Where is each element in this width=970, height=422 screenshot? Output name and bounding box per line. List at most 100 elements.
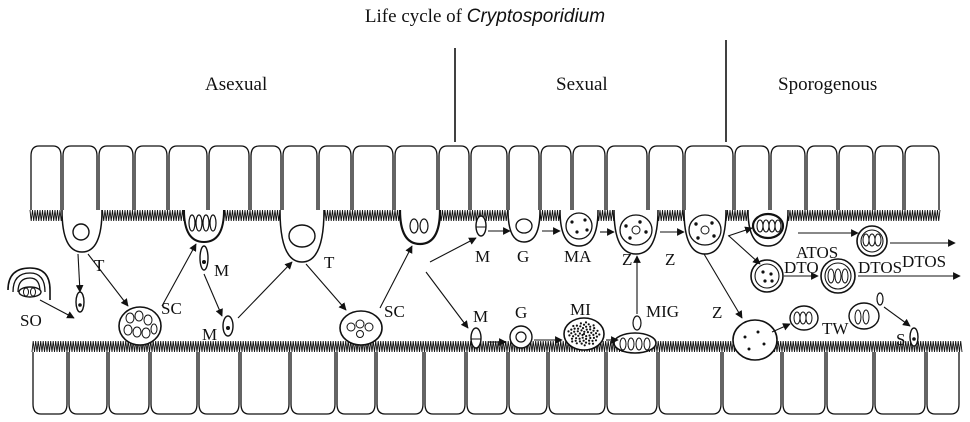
schizont-1 — [119, 307, 161, 345]
top-cell — [573, 146, 605, 210]
top-cell — [875, 146, 903, 210]
label-ma: MA — [564, 247, 592, 266]
top-cell — [439, 146, 469, 210]
bottom-cell — [723, 352, 781, 414]
bottom-cell — [199, 352, 239, 414]
arrow — [238, 262, 292, 318]
merozoite-sexual-bottom — [471, 328, 481, 348]
top-cell — [905, 146, 939, 210]
label-sc1: SC — [161, 299, 182, 318]
top-cell — [607, 146, 647, 210]
bottom-cell — [875, 352, 925, 414]
top-cell — [541, 146, 571, 210]
bottom-cell — [509, 352, 547, 414]
sporozoite-oocyst-so — [8, 268, 50, 300]
oocyst-in-cell — [748, 210, 788, 246]
bottom-cell — [607, 352, 657, 414]
trophozoite-2 — [280, 210, 324, 262]
gamont-top — [508, 210, 540, 242]
macrogamont — [560, 210, 598, 246]
label-s: S — [896, 330, 905, 349]
label-so: SO — [20, 311, 42, 330]
top-cell — [509, 146, 539, 210]
arrow — [40, 300, 74, 318]
bottom-cell — [291, 352, 335, 414]
bottom-cell — [337, 352, 375, 414]
zygote-2 — [684, 210, 726, 254]
top-cell — [353, 146, 393, 210]
dtos-oocyst — [821, 259, 855, 293]
arrow — [728, 228, 752, 236]
top-cell — [807, 146, 837, 210]
label-g-bottom: G — [515, 303, 527, 322]
label-t2: T — [324, 253, 335, 272]
label-dtos-2: DTOS — [902, 252, 946, 271]
label-z1: Z — [622, 250, 632, 269]
label-m-sexual-top: M — [475, 247, 490, 266]
top-cell — [685, 146, 733, 210]
arrow — [204, 274, 222, 316]
trophozoite-1 — [62, 210, 102, 252]
sporozoite-attaching — [76, 292, 84, 312]
label-dtos-1: DTOS — [858, 258, 902, 277]
arrow — [772, 324, 790, 332]
bottom-cell — [549, 352, 605, 414]
bottom-cell — [69, 352, 107, 414]
bottom-epithelium — [33, 352, 959, 414]
label-m-top: M — [214, 261, 229, 280]
schizont-2 — [340, 311, 382, 345]
meront-top — [184, 210, 224, 242]
top-cell — [169, 146, 207, 210]
label-z2: Z — [665, 250, 675, 269]
bottom-cell — [33, 352, 67, 414]
bottom-cell — [827, 352, 873, 414]
microgamont — [564, 318, 604, 350]
top-epithelium — [31, 146, 939, 210]
arrow — [884, 307, 910, 326]
merozoite-sexual-top — [476, 216, 486, 236]
top-cell — [31, 146, 61, 210]
top-cell — [99, 146, 133, 210]
arrow — [430, 238, 476, 262]
label-g-top: G — [517, 247, 529, 266]
bottom-cell — [783, 352, 825, 414]
top-cell — [63, 146, 97, 210]
bottom-microvilli — [32, 341, 962, 352]
label-mi: MI — [570, 300, 591, 319]
top-cell — [735, 146, 769, 210]
bottom-cell — [425, 352, 465, 414]
merozoite-released — [200, 246, 208, 270]
bottom-cell — [467, 352, 507, 414]
bottom-cell — [241, 352, 289, 414]
bottom-cell — [377, 352, 423, 414]
zygote-1 — [614, 210, 658, 254]
top-cell — [649, 146, 683, 210]
label-m-bottom: M — [202, 325, 217, 344]
arrow — [426, 272, 468, 328]
label-z3: Z — [712, 303, 722, 322]
atos-oocyst — [857, 226, 887, 256]
top-cell — [771, 146, 805, 210]
label-m-sexual-bottom: M — [473, 307, 488, 326]
merozoite-bottom — [223, 316, 233, 336]
top-cell — [319, 146, 351, 210]
label-tw: TW — [822, 319, 849, 338]
label-t1: T — [94, 256, 105, 275]
microgamete-release — [614, 316, 656, 353]
top-cell — [395, 146, 437, 210]
top-cell — [135, 146, 167, 210]
label-mig: MIG — [646, 302, 679, 321]
label-dto: DTO — [784, 258, 819, 277]
meront-type2-top — [400, 210, 440, 244]
sporozoite-s — [910, 328, 918, 346]
arrow — [162, 244, 196, 306]
top-cell — [209, 146, 249, 210]
arrow — [380, 246, 412, 308]
bottom-cell — [927, 352, 959, 414]
arrow — [78, 254, 80, 292]
dto-oocyst — [751, 260, 783, 292]
top-cell — [839, 146, 873, 210]
bottom-cell — [109, 352, 149, 414]
